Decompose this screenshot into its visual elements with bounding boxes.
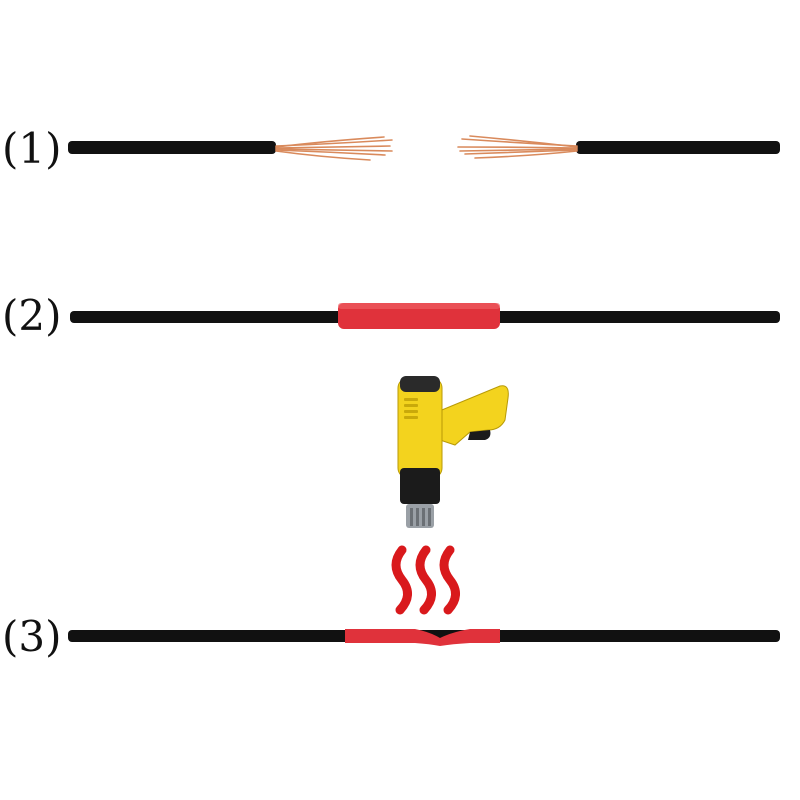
- heat-waves-icon: [391, 545, 460, 615]
- step-3-assembly: [68, 629, 780, 646]
- left-wire: [68, 141, 276, 154]
- right-wire: [576, 141, 780, 154]
- heat-shrink-sleeve: [338, 303, 500, 329]
- step-1-wires: [68, 135, 780, 161]
- step-2-assembly: [70, 303, 780, 329]
- left-copper-strands: [275, 136, 393, 161]
- right-copper-strands: [457, 135, 578, 159]
- shrunk-sleeve: [345, 629, 500, 646]
- heat-gun-icon: [397, 376, 509, 528]
- step-2-label: (2): [2, 291, 62, 340]
- step-1-label: (1): [2, 124, 62, 173]
- step-3-label: (3): [2, 612, 62, 661]
